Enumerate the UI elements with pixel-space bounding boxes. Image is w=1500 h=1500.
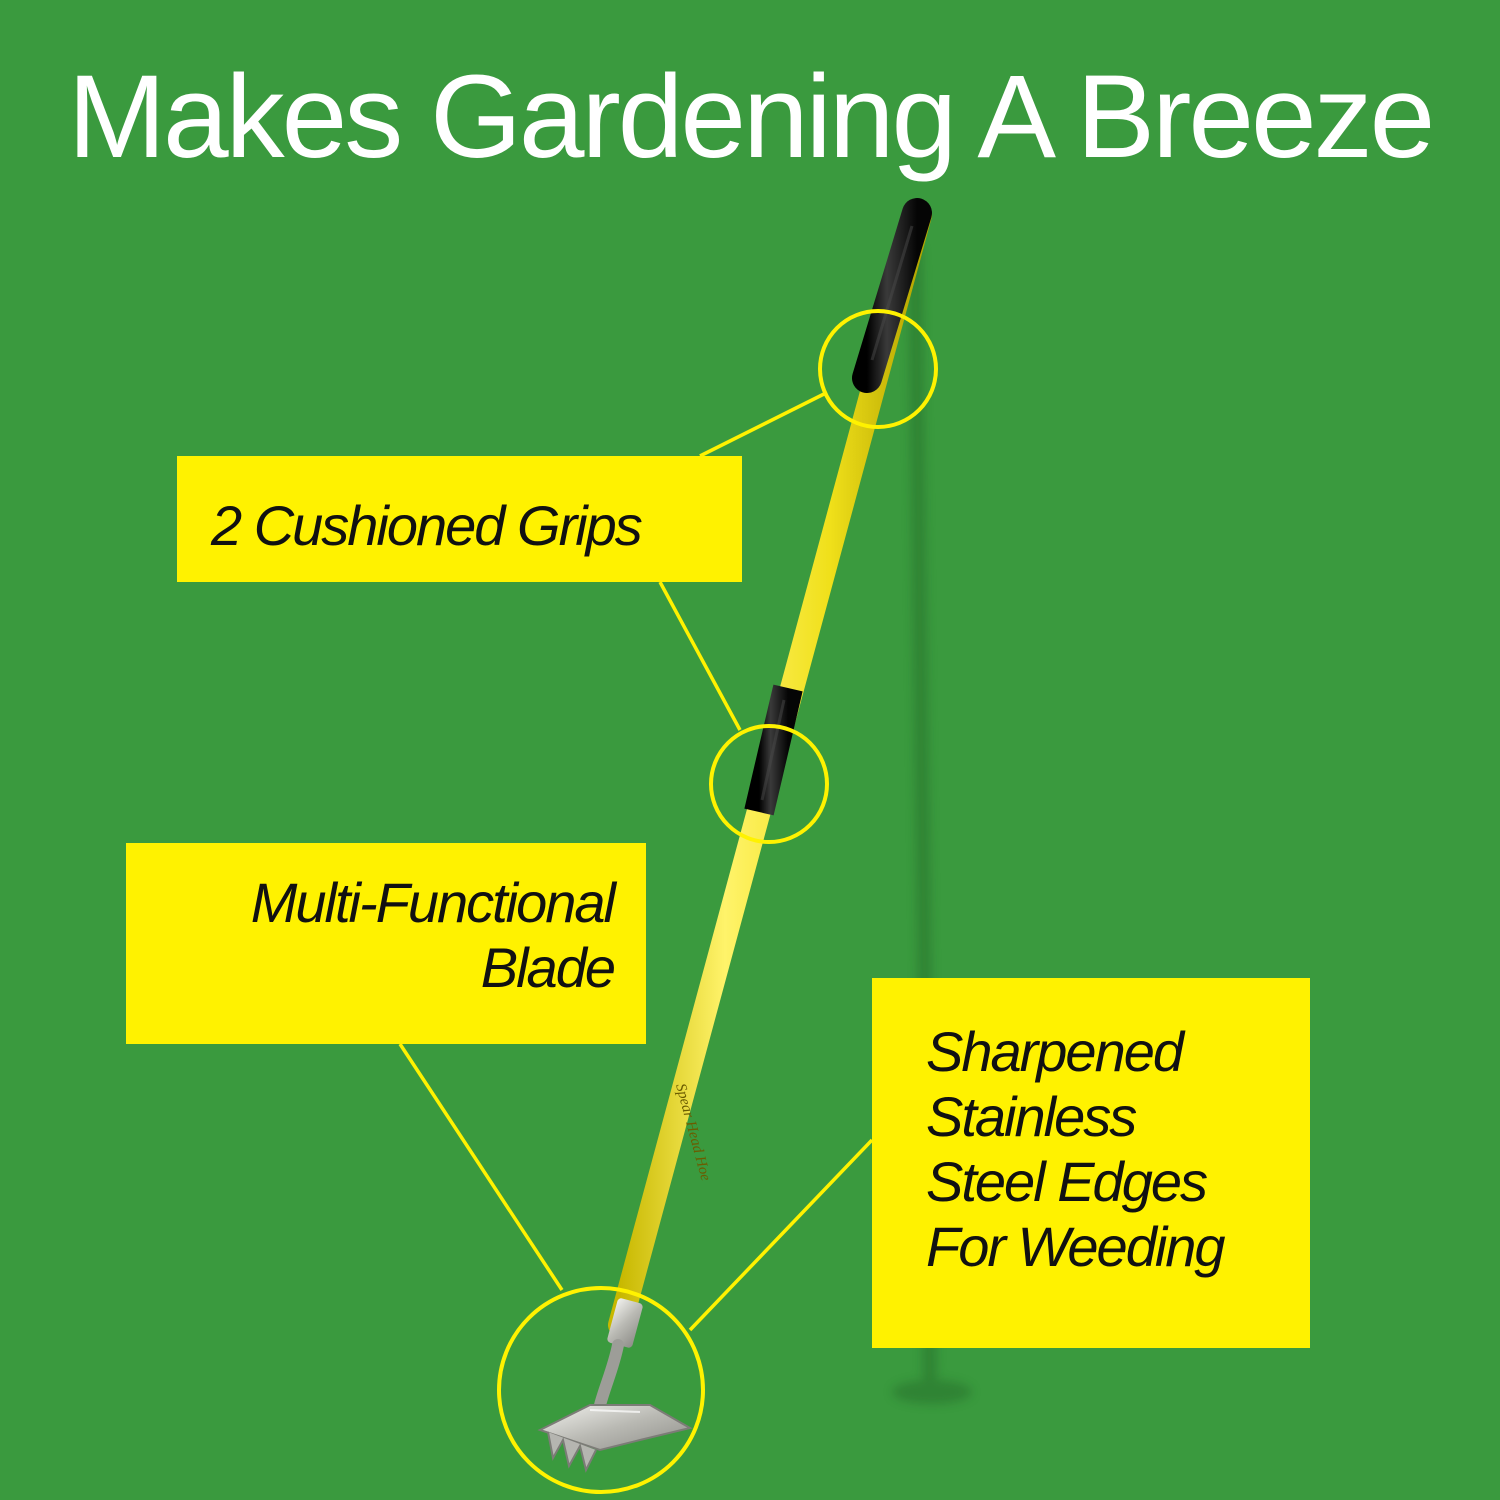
highlight-circles	[497, 309, 938, 1494]
connector-grips-bottom	[658, 581, 742, 731]
headline: Makes Gardening A Breeze	[67, 51, 1436, 183]
connector-blade	[398, 1043, 564, 1291]
hoe-blade	[537, 1298, 693, 1473]
callout-grips-text: 2 Cushioned Grips	[211, 494, 643, 557]
callout-edges-line4: For Weeding	[926, 1214, 1226, 1278]
callout-blade-line1: Multi-Functional	[250, 871, 616, 934]
callout-blade-line2: Blade	[480, 935, 616, 999]
callout-edges-line3: Steel Edges	[926, 1149, 1208, 1213]
circle-middle-grip	[709, 724, 829, 844]
callout-edges-line1: Sharpened	[926, 1020, 1184, 1083]
connector-edges	[688, 1138, 874, 1332]
circle-top-grip	[818, 309, 938, 429]
blade-teeth	[547, 1431, 597, 1473]
callout-multi-functional-blade: Multi-Functional Blade	[126, 843, 646, 1044]
connector-grips-top	[699, 392, 825, 458]
circle-blade	[497, 1286, 705, 1494]
connector-lines	[398, 392, 874, 1332]
callout-edges-line2: Stainless	[926, 1084, 1137, 1148]
callout-steel-edges: Sharpened Stainless Steel Edges For Weed…	[872, 978, 1310, 1348]
hoe-handle: Spear Head Hoe	[608, 198, 932, 1337]
callout-cushioned-grips: 2 Cushioned Grips	[177, 456, 742, 582]
